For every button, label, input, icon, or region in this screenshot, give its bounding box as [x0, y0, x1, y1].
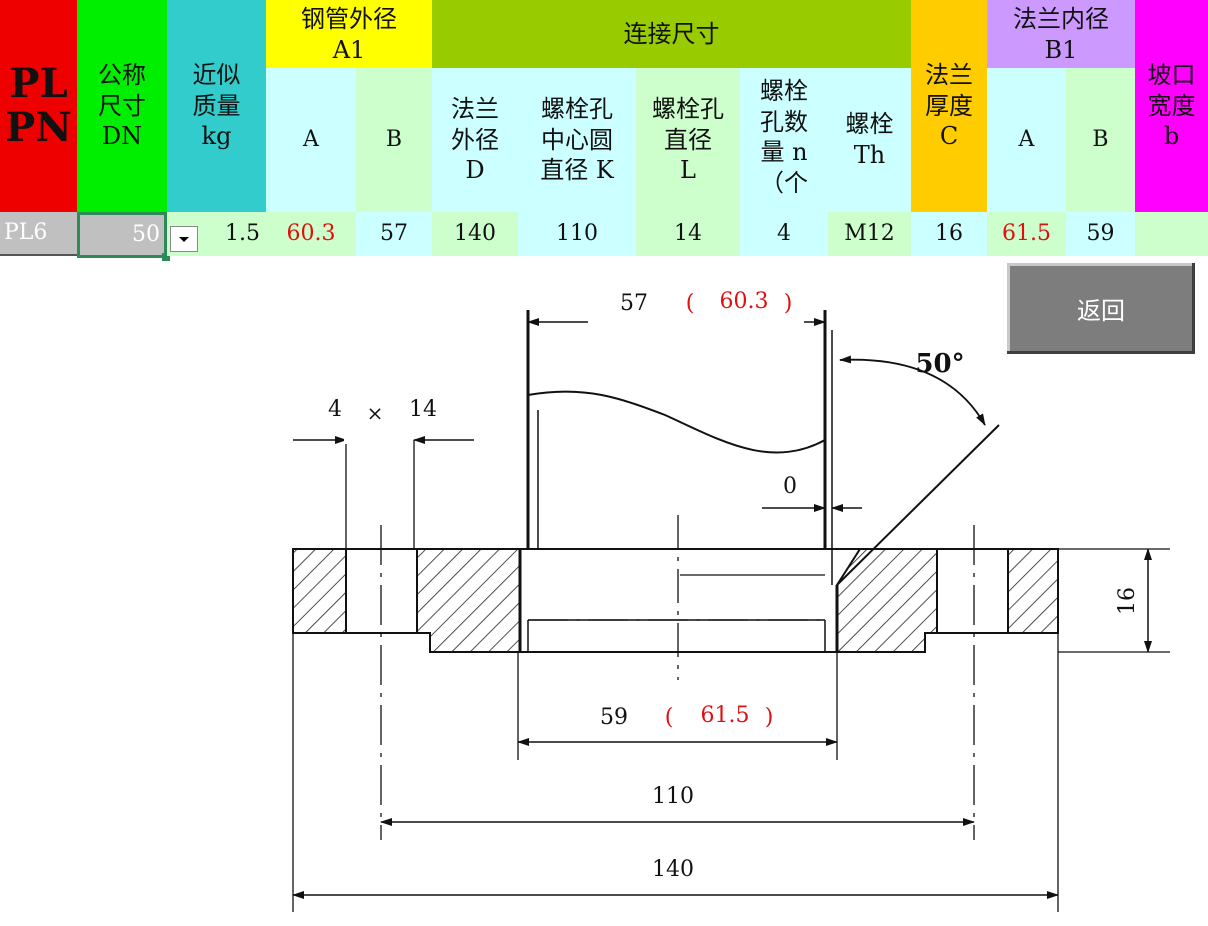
- dim-gap: 0: [783, 474, 797, 499]
- header-connection-dims: 连接尺寸: [432, 0, 911, 68]
- dim-thickness: 16: [1115, 587, 1140, 615]
- header-bolt-hole-count: 螺栓 孔数 量 n （个: [740, 68, 828, 212]
- row-b1-b-value: 59: [1066, 212, 1135, 256]
- dim-hole-count: 4: [328, 397, 342, 422]
- row-a1-a-value: 60.3: [266, 212, 356, 256]
- row-n-value: 4: [740, 212, 828, 256]
- section-left-outer: [292, 548, 347, 634]
- dim-outer-dia: 140: [652, 857, 694, 882]
- dn-dropdown-button[interactable]: [170, 226, 198, 252]
- header-approx-mass: 近似 质量 kg: [167, 0, 266, 212]
- chevron-down-icon: [179, 237, 189, 242]
- dim-pipe-a: 60.3: [720, 289, 769, 314]
- dim-bevel-angle: 50°: [915, 349, 964, 379]
- row-a1-b-value: 57: [356, 212, 432, 256]
- row-b1-a-value: 61.5: [987, 212, 1066, 256]
- dim-paren-close: ): [784, 291, 793, 316]
- dim-pipe-b: 57: [620, 291, 648, 316]
- header-pl-pn: PL PN: [0, 0, 77, 212]
- header-bolt: 螺栓 Th: [828, 68, 911, 212]
- dim-bolt-circle: 110: [652, 784, 694, 809]
- dim-bore-paren-open: (: [665, 705, 674, 730]
- back-button[interactable]: 返回: [1007, 263, 1195, 354]
- dn-select-cell[interactable]: 50: [77, 212, 167, 258]
- dim-times: ×: [367, 401, 384, 425]
- header-flange-thickness: 法兰 厚度 C: [911, 0, 987, 212]
- section-left-inner: [416, 548, 521, 653]
- header-pipe-od: 钢管外径 A1: [266, 0, 432, 68]
- header-pipe-od-a: A: [266, 68, 356, 212]
- fill-handle[interactable]: [162, 253, 170, 261]
- section-right-outer: [1007, 548, 1059, 634]
- dim-bore-paren-close: ): [765, 705, 774, 730]
- header-bevel-width: 坡口 宽度 b: [1135, 0, 1208, 212]
- section-right-inner: [836, 548, 938, 653]
- row-k-value: 110: [518, 212, 636, 256]
- dim-hole-dia: 14: [409, 397, 437, 422]
- header-pipe-od-b: B: [356, 68, 432, 212]
- header-flange-id: 法兰内径 B1: [987, 0, 1135, 68]
- dim-bore-b: 59: [600, 705, 628, 730]
- dim-bore-a: 61.5: [701, 703, 750, 728]
- row-pl-value: PL6: [0, 212, 77, 256]
- row-th-value: M12: [828, 212, 911, 256]
- dim-paren-open: (: [686, 291, 695, 316]
- header-flange-od: 法兰 外径 D: [432, 68, 518, 212]
- header-flange-id-a: A: [987, 68, 1066, 212]
- header-bolt-circle: 螺栓孔 中心圆 直径 K: [518, 68, 636, 212]
- row-d-value: 140: [432, 212, 518, 256]
- header-flange-id-b: B: [1066, 68, 1135, 212]
- header-nominal-size: 公称 尺寸 DN: [77, 0, 167, 212]
- row-l-value: 14: [636, 212, 740, 256]
- header-bolt-hole-dia: 螺栓孔 直径 L: [636, 68, 740, 212]
- row-bevel-value: [1135, 212, 1208, 256]
- row-c-value: 16: [911, 212, 987, 256]
